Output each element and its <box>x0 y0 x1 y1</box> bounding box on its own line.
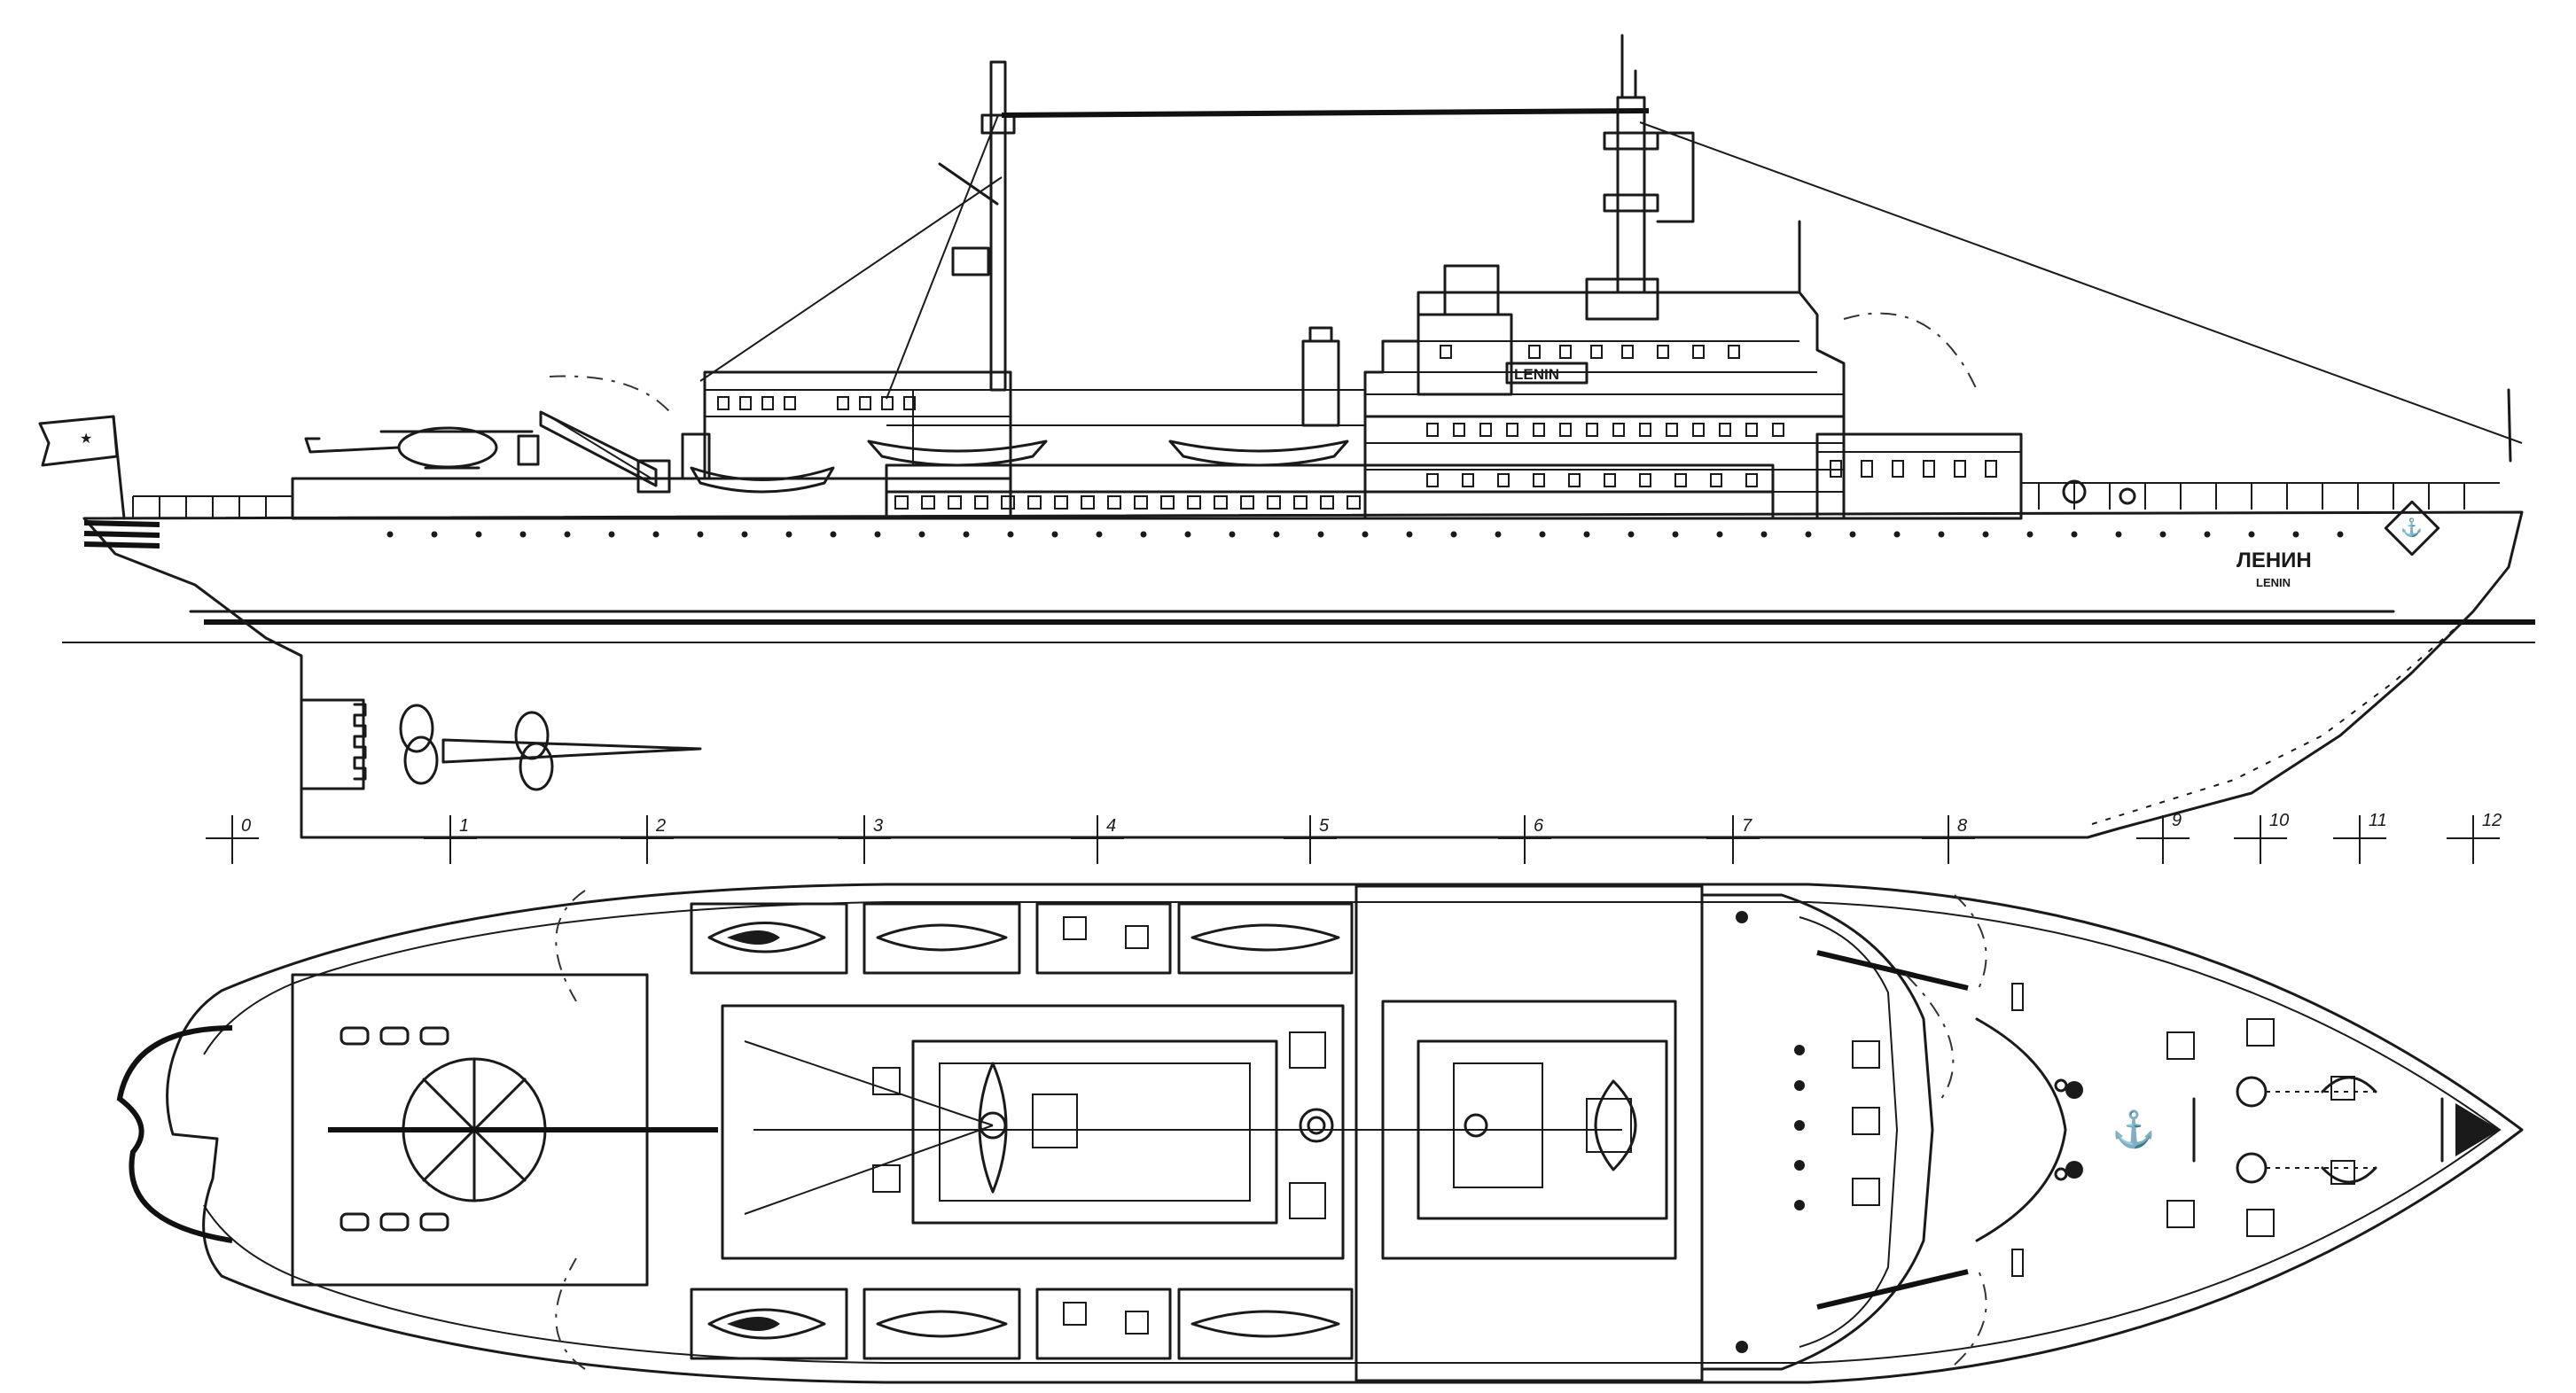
station-mark-11: 11 <box>2333 811 2387 864</box>
aft-windows <box>717 396 916 410</box>
svg-text:2: 2 <box>655 816 666 836</box>
plan-view: ⚓ <box>116 883 2524 1384</box>
forward-superstructure <box>1815 312 2023 520</box>
helicopter <box>304 426 540 470</box>
station-mark-3: 3 <box>838 815 891 864</box>
plan-boats-bottom <box>690 1288 1354 1360</box>
deck-windows <box>894 495 1361 510</box>
svg-text:1: 1 <box>459 816 469 836</box>
plan-hull-outline <box>166 883 2524 1384</box>
plan-forward-block <box>1700 893 1969 1371</box>
hull-portholes <box>386 531 2344 538</box>
svg-text:⚓: ⚓ <box>2400 517 2423 538</box>
svg-text:11: 11 <box>2369 811 2387 830</box>
station-marks: 0 1 2 3 4 5 6 7 <box>206 811 2502 864</box>
svg-text:★: ★ <box>80 432 92 447</box>
svg-text:8: 8 <box>1957 816 1967 836</box>
side-elevation: ★ <box>38 34 2535 839</box>
station-mark-6: 6 <box>1498 815 1551 864</box>
anchor-icon: ⚓ <box>2112 1109 2156 1149</box>
stern-flag: ★ <box>38 415 126 520</box>
station-mark-9: 9 <box>2136 811 2190 864</box>
svg-text:9: 9 <box>2172 811 2182 830</box>
plan-boats-top <box>690 902 1354 975</box>
station-mark-4: 4 <box>1071 815 1124 864</box>
svg-text:10: 10 <box>2269 811 2289 830</box>
station-mark-8: 8 <box>1922 815 1975 864</box>
svg-text:5: 5 <box>1319 816 1330 836</box>
hull <box>82 510 2524 839</box>
station-mark-1: 1 <box>424 815 477 864</box>
aft-mast <box>699 60 1650 400</box>
aft-superstructure <box>291 370 1012 520</box>
aft-crane <box>539 410 671 494</box>
svg-text:6: 6 <box>1534 816 1544 836</box>
station-mark-0: 0 <box>206 815 259 864</box>
hull-name-cyrillic: ЛЕНИН <box>2236 549 2312 572</box>
svg-text:7: 7 <box>1742 816 1752 836</box>
station-mark-2: 2 <box>621 815 674 864</box>
station-mark-7: 7 <box>1706 815 1760 864</box>
midship-superstructure <box>885 389 1775 520</box>
svg-text:0: 0 <box>241 816 251 836</box>
station-mark-12: 12 <box>2447 811 2502 864</box>
midship-deck <box>721 1004 1622 1260</box>
stern-propeller-assembly <box>300 698 702 791</box>
lifeboats-side <box>690 440 1349 494</box>
bridge-nameplate: LENIN <box>1514 366 1559 383</box>
plan-forecastle: ⚓ <box>1975 983 2500 1277</box>
radar-mast <box>1603 34 2523 444</box>
station-mark-5: 5 <box>1284 815 1337 864</box>
helideck <box>291 973 718 1287</box>
svg-text:4: 4 <box>1106 816 1116 836</box>
stern-fender <box>116 1025 233 1243</box>
bridge-superstructure: LENIN <box>1363 264 1846 520</box>
bridge-windows <box>1426 345 1784 487</box>
hull-name-latin: LENIN <box>2256 576 2291 589</box>
bow-emblem <box>2384 500 2440 556</box>
plan-superstructure <box>1354 884 1704 1382</box>
windlass-starboard <box>2236 1152 2268 1184</box>
funnel <box>1301 326 1340 427</box>
station-mark-10: 10 <box>2234 811 2289 864</box>
windlass-port <box>2236 1076 2268 1108</box>
svg-text:12: 12 <box>2482 811 2502 830</box>
bow-grille <box>2455 1103 2500 1156</box>
svg-text:3: 3 <box>873 816 883 836</box>
